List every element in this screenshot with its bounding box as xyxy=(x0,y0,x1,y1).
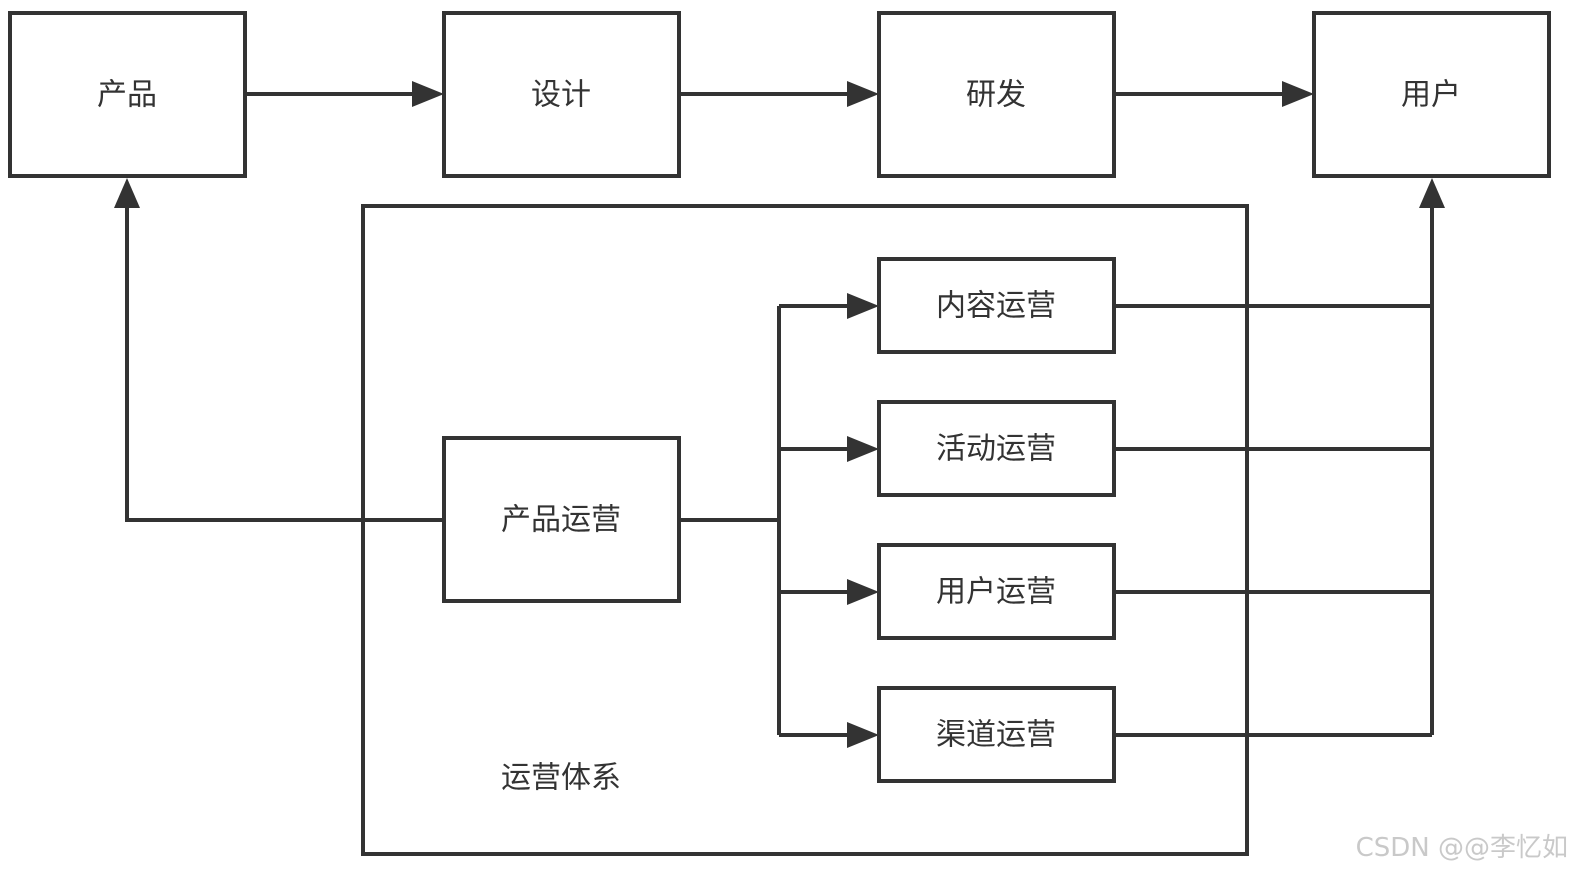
arrowhead-product xyxy=(114,178,140,208)
arrowhead-user-ops xyxy=(847,579,879,605)
node-design: 设计 xyxy=(442,11,681,178)
node-activity-ops-label: 活动运营 xyxy=(936,432,1056,467)
arrowhead-user xyxy=(1282,81,1314,107)
ops-system-frame xyxy=(361,204,1249,856)
arrowhead-content-ops xyxy=(847,293,879,319)
node-dev-label: 研发 xyxy=(966,78,1026,113)
node-dev: 研发 xyxy=(877,11,1116,178)
node-activity-ops: 活动运营 xyxy=(877,400,1116,497)
node-channel-ops-label: 渠道运营 xyxy=(936,718,1056,753)
node-user-ops-label: 用户运营 xyxy=(936,575,1056,610)
node-user-label: 用户 xyxy=(1401,78,1461,113)
node-user: 用户 xyxy=(1312,11,1551,178)
connectors xyxy=(125,92,1434,737)
arrowhead-channel-ops xyxy=(847,722,879,748)
ops-system-label: 运营体系 xyxy=(501,761,621,796)
arrowhead-dev xyxy=(847,81,879,107)
arrowhead-user-bottom xyxy=(1419,178,1445,208)
arrowheads xyxy=(114,81,1445,748)
arrowhead-design xyxy=(412,81,444,107)
node-product: 产品 xyxy=(8,11,247,178)
node-content-ops: 内容运营 xyxy=(877,257,1116,354)
node-product-label: 产品 xyxy=(97,78,157,113)
node-content-ops-label: 内容运营 xyxy=(936,289,1056,324)
node-channel-ops: 渠道运营 xyxy=(877,686,1116,783)
edge-productops-product xyxy=(125,204,444,522)
node-design-label: 设计 xyxy=(531,78,591,113)
arrowhead-activity-ops xyxy=(847,436,879,462)
node-product-ops: 产品运营 xyxy=(442,436,681,603)
watermark: CSDN @@李忆如 xyxy=(1355,833,1568,863)
node-user-ops: 用户运营 xyxy=(877,543,1116,640)
node-product-ops-label: 产品运营 xyxy=(501,503,621,538)
